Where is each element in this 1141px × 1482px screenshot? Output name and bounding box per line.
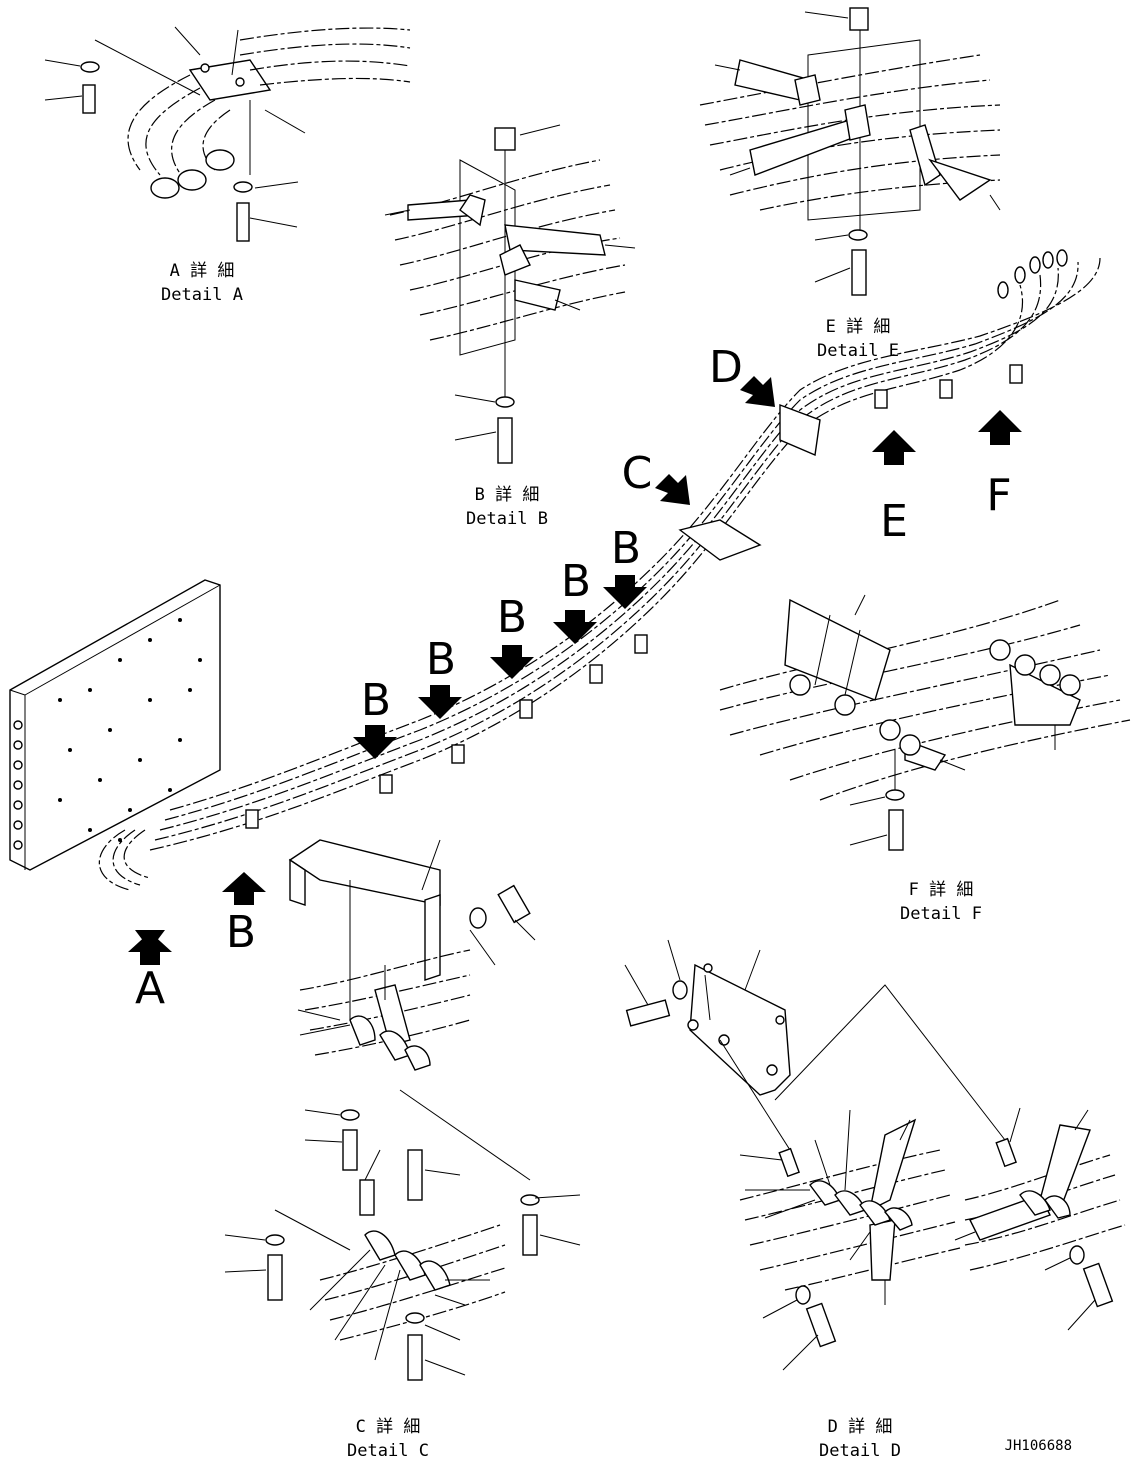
detail-c-jp-label: C 詳 細 <box>356 1417 421 1437</box>
detail-c-drawing <box>224 839 581 1381</box>
detail-a-en-label: Detail A <box>161 285 243 305</box>
detail-a-jp-label: A 詳 細 <box>170 261 235 281</box>
callout-c: C <box>622 448 653 499</box>
callout-d: D <box>709 342 743 393</box>
detail-d-drawing <box>624 939 1126 1371</box>
detail-e-caption: E 詳 細 Detail E <box>817 317 899 361</box>
detail-b-drawing <box>384 124 636 464</box>
drawing-number: JH106688 <box>1005 1438 1072 1454</box>
detail-d-caption: D 詳 細 Detail D <box>819 1417 901 1461</box>
callout-b-1: B <box>226 907 256 958</box>
detail-d-en-label: Detail D <box>819 1441 901 1461</box>
detail-b-en-label: Detail B <box>466 509 548 529</box>
callout-a: A <box>135 963 165 1014</box>
callout-b-2: B <box>361 675 391 726</box>
callout-b-4: B <box>497 592 527 643</box>
detail-e-jp-label: E 詳 細 <box>826 317 891 337</box>
detail-f-en-label: Detail F <box>900 904 982 924</box>
detail-f-jp-label: F 詳 細 <box>909 880 974 900</box>
callout-b-6: B <box>611 523 641 574</box>
callout-b-3: B <box>426 634 456 685</box>
detail-a-caption: A 詳 細 Detail A <box>161 261 243 305</box>
callout-f: F <box>986 470 1011 521</box>
detail-e-drawing <box>699 7 1001 296</box>
detail-f-caption: F 詳 細 Detail F <box>900 880 982 924</box>
detail-b-jp-label: B 詳 細 <box>475 485 540 505</box>
detail-a-drawing <box>44 26 411 242</box>
detail-d-jp-label: D 詳 細 <box>828 1417 893 1437</box>
detail-b-caption: B 詳 細 Detail B <box>466 485 548 529</box>
detail-f-drawing <box>719 594 1131 851</box>
callout-e: E <box>880 496 908 547</box>
callout-b-5: B <box>561 556 591 607</box>
detail-c-en-label: Detail C <box>347 1441 429 1461</box>
main-harness-drawing <box>9 249 1101 965</box>
detail-e-en-label: Detail E <box>817 341 899 361</box>
detail-c-caption: C 詳 細 Detail C <box>347 1417 429 1461</box>
